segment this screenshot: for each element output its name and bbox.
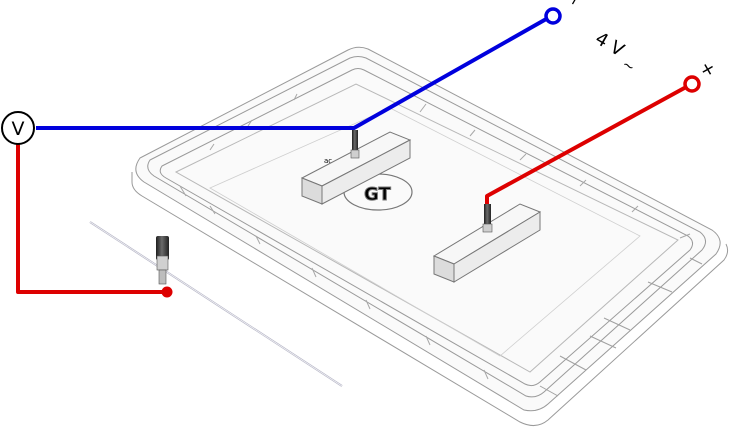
source-voltage-label: 4 V ~ bbox=[592, 28, 638, 77]
tray-floor-grid bbox=[209, 107, 641, 357]
wire-blue bbox=[36, 16, 549, 130]
tray-outer-rim bbox=[135, 46, 721, 412]
terminal-minus[interactable] bbox=[544, 7, 562, 25]
wire-red-left bbox=[16, 144, 167, 294]
tray-rim-bottom bbox=[131, 172, 729, 426]
terminal-plus-label: + bbox=[696, 57, 720, 83]
voltmeter-body bbox=[1, 111, 35, 145]
probe-contact-dot bbox=[161, 286, 173, 298]
tray-logo-text: GT bbox=[364, 184, 391, 205]
tray-ribs bbox=[179, 93, 691, 380]
voltmeter-symbol: V bbox=[12, 118, 25, 140]
terminal-minus-label: − bbox=[563, 0, 586, 10]
probe-needle bbox=[89, 221, 343, 387]
ac-symbol: ~ bbox=[619, 57, 637, 77]
tray-rim-inner-1 bbox=[147, 56, 706, 398]
electrode-left bbox=[300, 131, 412, 205]
electrode-right bbox=[432, 203, 542, 283]
wire-red-right bbox=[485, 84, 689, 204]
voltage-text: 4 V bbox=[592, 28, 629, 61]
voltmeter[interactable]: V bbox=[1, 111, 35, 145]
probe-left bbox=[350, 130, 360, 159]
tray-inner-wall bbox=[159, 68, 694, 387]
tray-frame-segments bbox=[539, 257, 703, 397]
probe-holder bbox=[156, 236, 169, 285]
water-tray bbox=[131, 46, 729, 426]
tray-logo: GT bbox=[343, 173, 413, 211]
tray-small-mark: ac bbox=[324, 157, 332, 165]
terminal-plus[interactable] bbox=[683, 75, 701, 93]
probe-right bbox=[482, 204, 493, 233]
